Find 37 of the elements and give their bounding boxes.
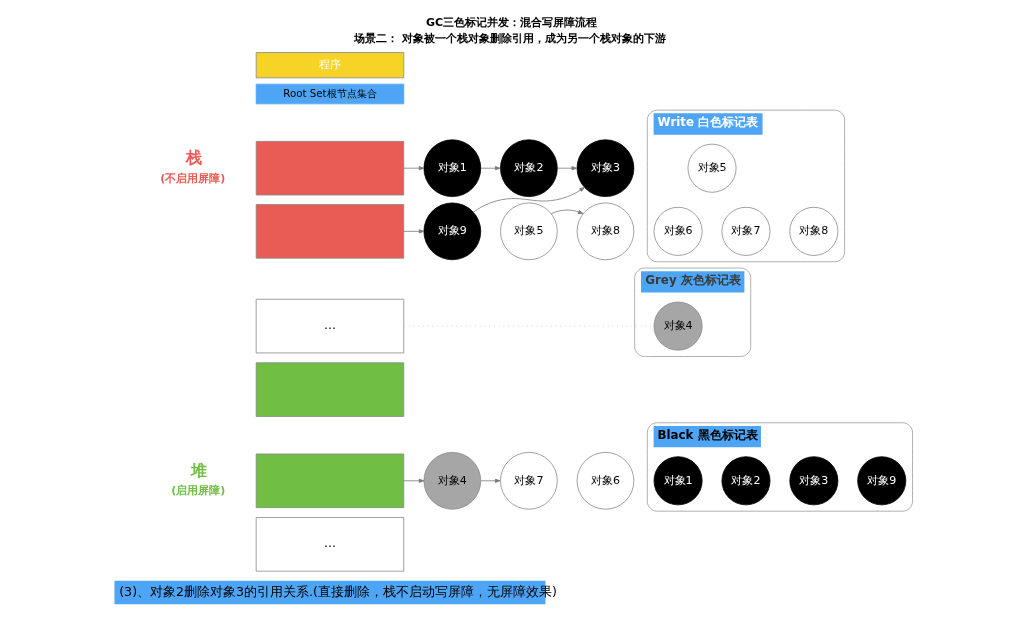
node-circle: 对象5	[500, 202, 558, 261]
node-box: ...	[255, 517, 405, 572]
node-box	[255, 453, 405, 509]
node-circle: 对象9	[857, 456, 907, 506]
caption: (3)、对象2删除对象3的引用关系.(直接删除，栈不启动写屏障，无屏障效果)	[119, 583, 557, 599]
diagram-title: GC三色标记并发：混合写屏障流程	[425, 15, 598, 29]
node-circle: 对象2	[500, 139, 558, 197]
arrow	[550, 209, 584, 215]
node-circle: 对象3	[789, 456, 839, 506]
node-circle: 对象5	[687, 143, 737, 193]
node-box	[255, 204, 405, 259]
node-circle: 对象6	[576, 452, 635, 510]
node-circle: 对象4	[423, 452, 482, 510]
arrow	[473, 187, 585, 213]
node-circle: 对象1	[653, 456, 703, 506]
node-box: ...	[255, 298, 405, 354]
arrow	[557, 166, 578, 171]
node-box	[255, 362, 405, 417]
arrow	[480, 478, 501, 483]
node-text: 堆 (启用屏障)	[171, 461, 226, 498]
node-circle: 对象2	[721, 456, 771, 506]
label: 场景二： 对象被一个栈对象删除引用，成为另一个栈对象的下游	[354, 32, 666, 46]
arrow	[480, 166, 501, 171]
arrow	[403, 166, 425, 171]
node-text: 栈 (不启用屏障)	[160, 148, 226, 185]
node-circle: 对象7	[500, 452, 558, 510]
node-box	[255, 140, 405, 196]
node-box: Root Set根节点集合	[255, 83, 405, 105]
node-circle: 对象4	[653, 301, 703, 351]
node-circle: 对象8	[789, 206, 839, 256]
node-circle: 对象6	[653, 206, 703, 256]
node-box: 程序	[255, 52, 405, 79]
arrow	[403, 478, 425, 483]
arrow	[403, 229, 425, 234]
node-circle: 对象7	[721, 206, 771, 256]
node-circle: 对象9	[423, 202, 482, 261]
node-circle: 对象1	[423, 139, 482, 197]
